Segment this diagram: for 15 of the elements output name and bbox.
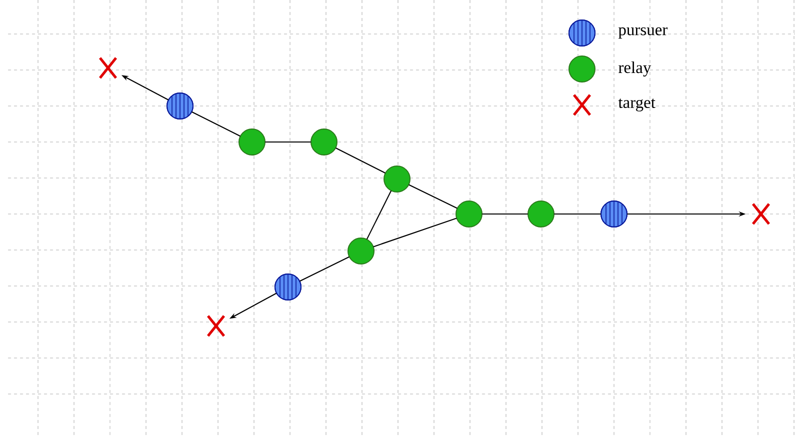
relay-node (310, 128, 338, 156)
pursuer-node (166, 92, 194, 120)
relay-node (384, 166, 410, 192)
target-cross (752, 202, 770, 226)
relay-node (456, 200, 482, 228)
target-cross (98, 56, 118, 80)
legend-label: target (618, 98, 656, 112)
relay-node (528, 200, 554, 228)
legend-label: pursuer (618, 27, 668, 39)
relay-node (348, 238, 374, 264)
pursuer-node (274, 274, 302, 300)
target-cross (206, 314, 226, 338)
pursuer-node (600, 200, 628, 228)
relay-node (238, 128, 266, 156)
legend-label: relay (618, 62, 652, 76)
